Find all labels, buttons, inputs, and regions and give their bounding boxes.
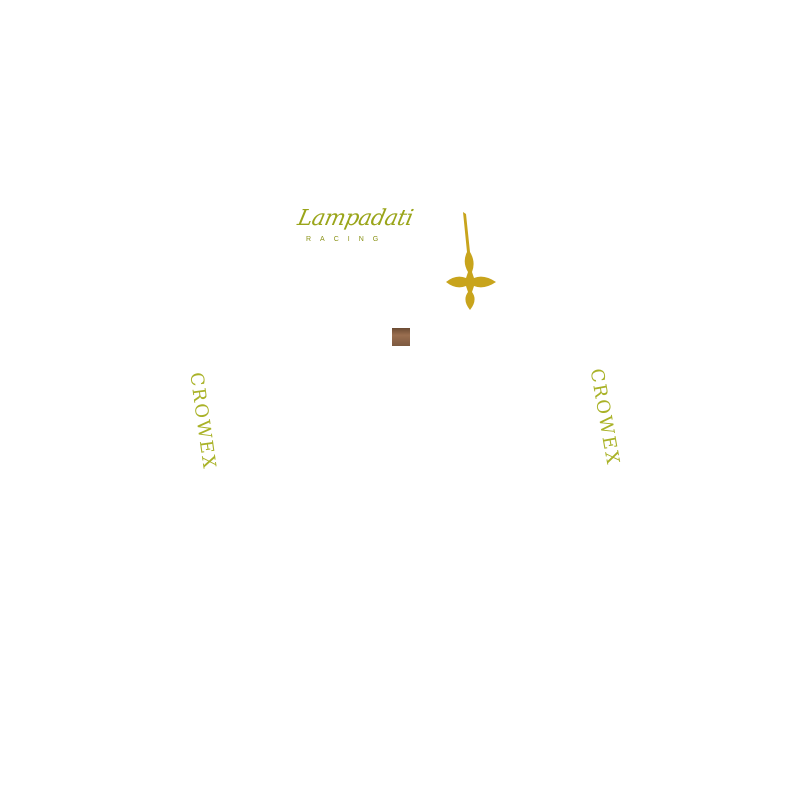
brand-logo-text: Lampadati bbox=[295, 206, 416, 231]
brand-logo-subtitle: RACING bbox=[306, 236, 388, 243]
wood-swatch bbox=[392, 328, 410, 346]
side-text-left: CROWEX bbox=[185, 371, 220, 472]
side-text-right: CROWEX bbox=[585, 366, 624, 468]
fleur-cross-icon bbox=[446, 212, 496, 310]
